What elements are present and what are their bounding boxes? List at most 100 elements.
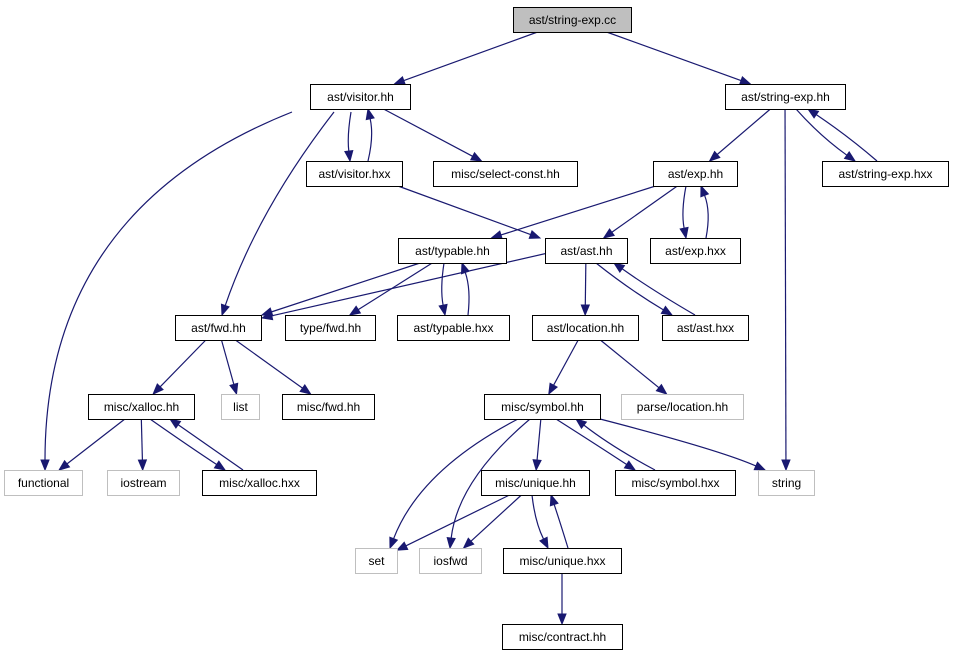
node-select-const-hh[interactable]: misc/select-const.hh	[433, 161, 578, 187]
edge-string-exp-cc-to-string-exp-hh	[606, 31, 752, 85]
edge-line	[470, 494, 522, 542]
node-misc-fwd-hh[interactable]: misc/fwd.hh	[282, 394, 375, 420]
edge-line	[66, 418, 126, 465]
node-visitor-hh[interactable]: ast/visitor.hh	[310, 84, 411, 110]
edge-xalloc-hxx-to-xalloc-hh	[168, 418, 244, 471]
edge-ast-hh-to-ast-hxx	[595, 262, 674, 316]
arrowhead-icon	[806, 108, 820, 119]
node-symbol-hh[interactable]: misc/symbol.hh	[484, 394, 601, 420]
node-box	[545, 238, 628, 264]
edge-line	[450, 418, 531, 539]
node-iosfwd: iosfwd	[419, 548, 482, 574]
edge-unique-hh-to-unique-hxx	[531, 494, 549, 550]
node-type-fwd-hh[interactable]: type/fwd.hh	[285, 315, 376, 341]
node-box	[615, 470, 736, 496]
edge-line	[271, 262, 421, 313]
edge-line	[500, 185, 656, 236]
node-box	[532, 315, 639, 341]
edge-line	[555, 418, 627, 466]
node-parse-location-hh: parse/location.hh	[621, 394, 744, 420]
edge-line	[553, 504, 569, 549]
node-string-exp-hxx[interactable]: ast/string-exp.hxx	[822, 161, 949, 187]
edge-line	[383, 108, 473, 157]
edge-string-exp-hh-to-string-exp-hxx	[795, 108, 857, 162]
arrowhead-icon	[528, 229, 542, 239]
node-string-exp-hh[interactable]: ast/string-exp.hh	[725, 84, 846, 110]
node-typable-hxx[interactable]: ast/typable.hxx	[397, 315, 510, 341]
node-fwd-hh[interactable]: ast/fwd.hh	[175, 315, 262, 341]
edge-line	[464, 272, 470, 316]
arrowhead-icon	[548, 382, 558, 396]
node-ast-hh[interactable]: ast/ast.hh	[545, 238, 628, 264]
edge-line	[405, 494, 510, 547]
node-label: ast/ast.hxx	[677, 321, 734, 335]
node-string: string	[758, 470, 815, 496]
edge-exp-hh-to-typable-hh	[490, 185, 656, 240]
arrowhead-icon	[679, 226, 689, 240]
node-box	[758, 470, 815, 496]
arrowhead-icon	[389, 536, 399, 550]
node-exp-hh[interactable]: ast/exp.hh	[653, 161, 738, 187]
edge-line	[347, 111, 352, 152]
node-location-hh[interactable]: ast/location.hh	[532, 315, 639, 341]
edge-line	[682, 185, 687, 229]
edge-location-hh-to-symbol-hh	[548, 339, 579, 396]
node-functional: functional	[4, 470, 83, 496]
arrowhead-icon	[395, 541, 409, 551]
nodes-layer: ast/string-exp.cc ast/visitor.hh ast/strin…	[4, 7, 949, 650]
edge-line	[599, 339, 660, 389]
edge-line	[44, 111, 293, 461]
node-label: ast/visitor.hh	[327, 90, 394, 104]
edge-line	[583, 424, 656, 471]
edge-line	[611, 185, 678, 233]
edge-line	[397, 185, 531, 236]
node-xalloc-hh[interactable]: misc/xalloc.hh	[88, 394, 195, 420]
node-label: ast/string-exp.hxx	[838, 167, 932, 181]
node-contract-hh[interactable]: misc/contract.hh	[502, 624, 623, 650]
arrowhead-icon	[580, 304, 591, 317]
edge-line	[795, 108, 848, 156]
arrowhead-icon	[137, 459, 148, 472]
node-exp-hxx[interactable]: ast/exp.hxx	[650, 238, 741, 264]
arrowhead-icon	[446, 537, 456, 550]
edge-xalloc-hh-to-iostream	[137, 418, 148, 472]
edge-line	[235, 339, 303, 389]
edge-unique-hh-to-iosfwd	[462, 494, 522, 549]
node-box	[502, 624, 623, 650]
edge-exp-hh-to-ast-hh	[602, 185, 678, 239]
edge-visitor-hxx-to-visitor-hh	[365, 107, 375, 162]
node-label: ast/fwd.hh	[191, 321, 246, 335]
node-box	[285, 315, 376, 341]
node-box	[397, 315, 510, 341]
arrowhead-icon	[220, 303, 230, 317]
edge-symbol-hh-to-set	[389, 418, 519, 550]
node-visitor-hxx[interactable]: ast/visitor.hxx	[306, 161, 403, 187]
node-box	[503, 548, 622, 574]
node-box	[175, 315, 262, 341]
edge-ast-hxx-to-ast-hh	[612, 262, 696, 316]
node-unique-hh[interactable]: misc/unique.hh	[481, 470, 590, 496]
node-typable-hh[interactable]: ast/typable.hh	[398, 238, 507, 264]
node-box	[310, 84, 411, 110]
arrowhead-icon	[462, 537, 475, 549]
node-box	[306, 161, 403, 187]
node-label: ast/exp.hh	[668, 167, 723, 181]
edge-line	[220, 339, 235, 385]
node-string-exp-cc[interactable]: ast/string-exp.cc	[513, 7, 632, 33]
edge-visitor-hh-to-select-const-hh	[383, 108, 483, 162]
node-label: ast/typable.hh	[415, 244, 490, 258]
node-ast-hxx[interactable]: ast/ast.hxx	[662, 315, 749, 341]
node-box	[282, 394, 375, 420]
node-label: parse/location.hh	[637, 400, 728, 414]
node-label: misc/symbol.hxx	[631, 476, 719, 490]
node-iostream: iostream	[107, 470, 180, 496]
edge-fwd-hh-to-xalloc-hh	[152, 339, 207, 395]
edge-line	[606, 31, 742, 82]
node-box	[419, 548, 482, 574]
node-xalloc-hxx[interactable]: misc/xalloc.hxx	[202, 470, 317, 496]
node-box	[653, 161, 738, 187]
edge-line	[177, 424, 244, 471]
node-unique-hxx[interactable]: misc/unique.hxx	[503, 548, 622, 574]
node-symbol-hxx[interactable]: misc/symbol.hxx	[615, 470, 736, 496]
node-label: misc/symbol.hh	[501, 400, 584, 414]
